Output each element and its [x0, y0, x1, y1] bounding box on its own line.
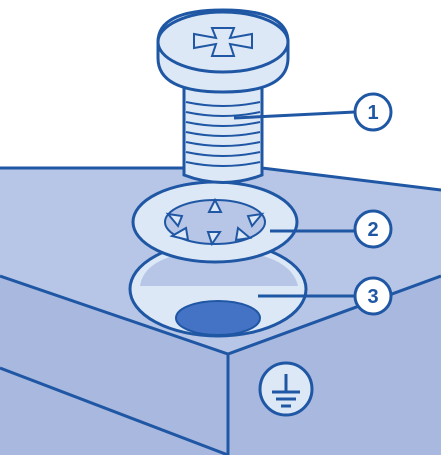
callout-2: 2 [355, 211, 391, 247]
svg-text:3: 3 [367, 286, 378, 308]
callout-3: 3 [355, 278, 391, 314]
screw [158, 10, 288, 183]
callout-1: 1 [355, 94, 391, 130]
protective-earth-ground-icon [260, 363, 312, 415]
svg-text:2: 2 [367, 219, 378, 241]
lock-washer [133, 182, 297, 262]
svg-text:1: 1 [367, 102, 378, 124]
